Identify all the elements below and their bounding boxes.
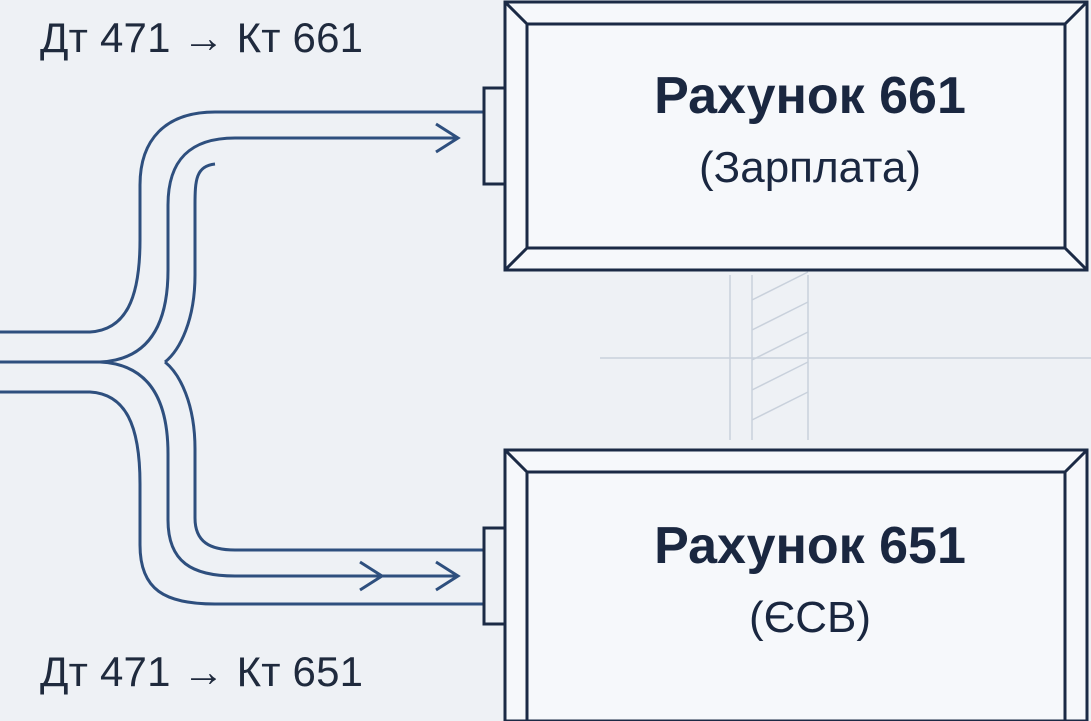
account-651-subtitle: (ЄСВ)	[748, 593, 872, 642]
flow-pipe-to-661	[0, 110, 485, 364]
flow-pipe-to-651	[0, 360, 485, 606]
arrowhead-to-651-b	[435, 560, 461, 592]
account-661-subtitle: (Зарплата)	[699, 143, 921, 192]
account-661-title: Рахунок 661	[654, 67, 966, 125]
account-651-title: Рахунок 651	[654, 517, 966, 575]
background-sketch	[600, 271, 1091, 440]
account-box-651	[503, 448, 1089, 721]
arrowhead-to-651-a	[359, 560, 385, 592]
account-box-661	[503, 0, 1089, 272]
flow-label-to-651: Дт 471 → Кт 651	[40, 648, 364, 695]
arrowhead-to-661	[435, 122, 461, 154]
flow-label-to-661: Дт 471 → Кт 661	[40, 14, 364, 61]
